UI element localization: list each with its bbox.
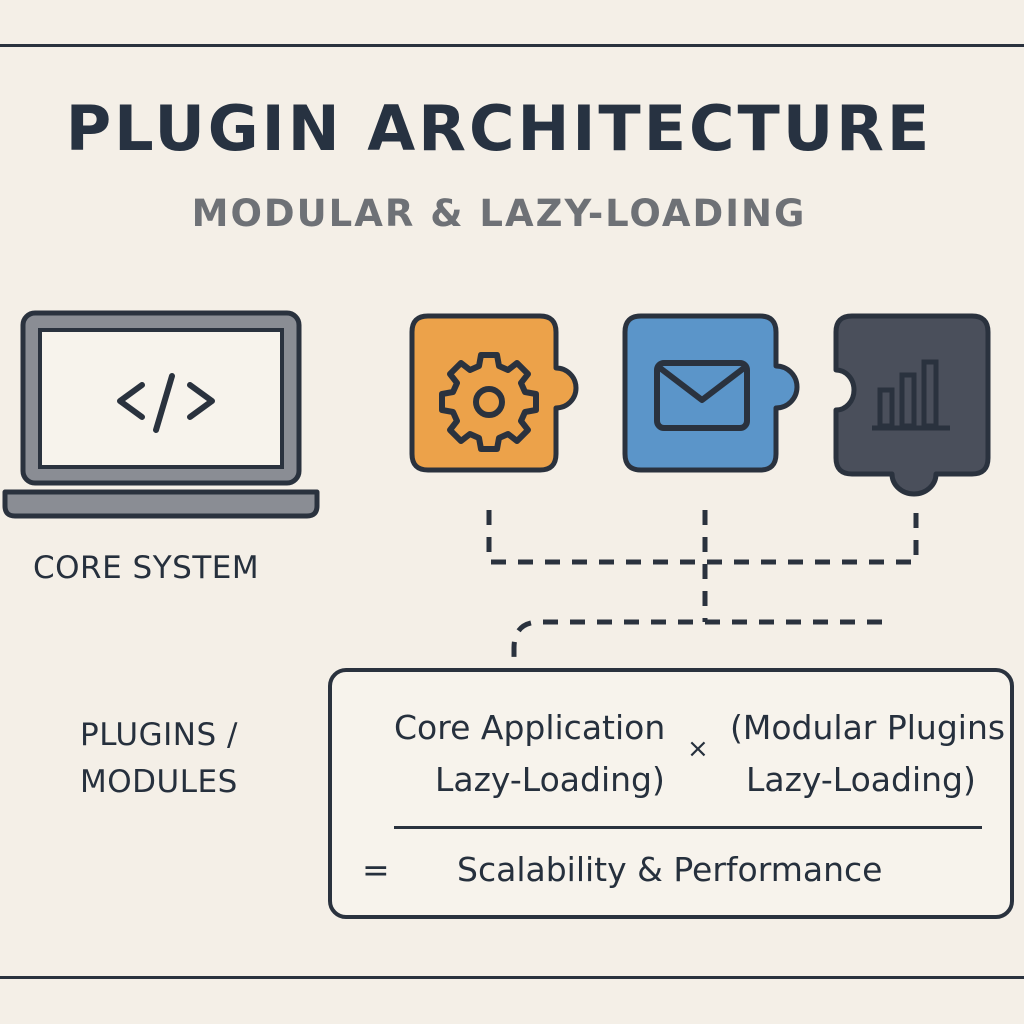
page-title: PLUGIN ARCHITECTURE — [65, 92, 933, 165]
mail-icon — [654, 360, 750, 431]
page-subtitle: MODULAR & LAZY-LOADING — [191, 192, 807, 235]
plugin-piece-chart — [833, 313, 991, 497]
formula-result: Scalability & Performance — [457, 850, 883, 889]
bottom-divider — [0, 976, 1024, 979]
formula-operator: × — [687, 734, 709, 764]
plugins-modules-label: PLUGINS / MODULES — [80, 712, 238, 806]
plugins-label-line2: MODULES — [80, 764, 238, 800]
bar-chart-icon — [872, 359, 950, 431]
laptop-icon — [2, 310, 320, 519]
dashed-connector — [486, 510, 919, 668]
core-system-label: CORE SYSTEM — [33, 550, 260, 586]
formula-right-line1: (Modular Plugins — [730, 708, 1006, 747]
formula-left-line1: Core Application — [394, 708, 666, 747]
formula-right-line2: Lazy-Loading) — [746, 760, 976, 799]
formula-left-line2: Lazy-Loading) — [435, 760, 665, 799]
formula-divider — [394, 826, 982, 829]
plugin-piece-gear — [409, 313, 579, 473]
plugin-piece-mail — [622, 313, 800, 473]
plugins-label-line1: PLUGINS / — [80, 717, 238, 753]
formula-equals: = — [362, 850, 390, 889]
top-divider — [0, 44, 1024, 47]
code-brackets-icon — [117, 373, 215, 433]
formula-box: Core Application Lazy-Loading) × (Modula… — [328, 668, 1014, 919]
gear-icon — [439, 352, 539, 452]
